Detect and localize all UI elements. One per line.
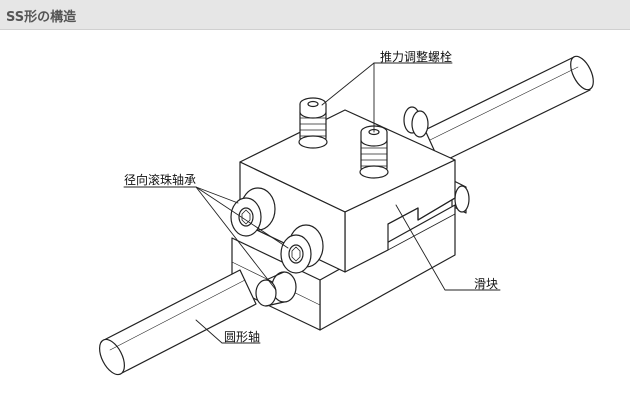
back-bearing-upper <box>403 106 429 138</box>
radial-bearing-left <box>230 187 276 237</box>
slider-groove <box>387 197 456 251</box>
radial-bearing-lower <box>255 271 297 307</box>
label-round-shaft: 圆形轴 <box>224 330 261 344</box>
label-slider: 滑块 <box>474 277 499 291</box>
leader-lines <box>123 62 501 344</box>
section-header: SS形の構造 <box>0 0 630 30</box>
thrust-bolt-front <box>359 125 389 179</box>
label-radial-bearing: 径向滚珠轴承 <box>124 173 197 187</box>
section-title: SS形の構造 <box>6 10 77 25</box>
label-thrust-bolt: 推力调整螺栓 <box>380 50 453 64</box>
thrust-bolt-back <box>298 97 328 149</box>
round-shaft-front <box>98 269 257 376</box>
ss-structure-diagram <box>98 55 594 376</box>
radial-bearing-center <box>280 224 324 274</box>
round-shaft-back <box>424 55 594 164</box>
